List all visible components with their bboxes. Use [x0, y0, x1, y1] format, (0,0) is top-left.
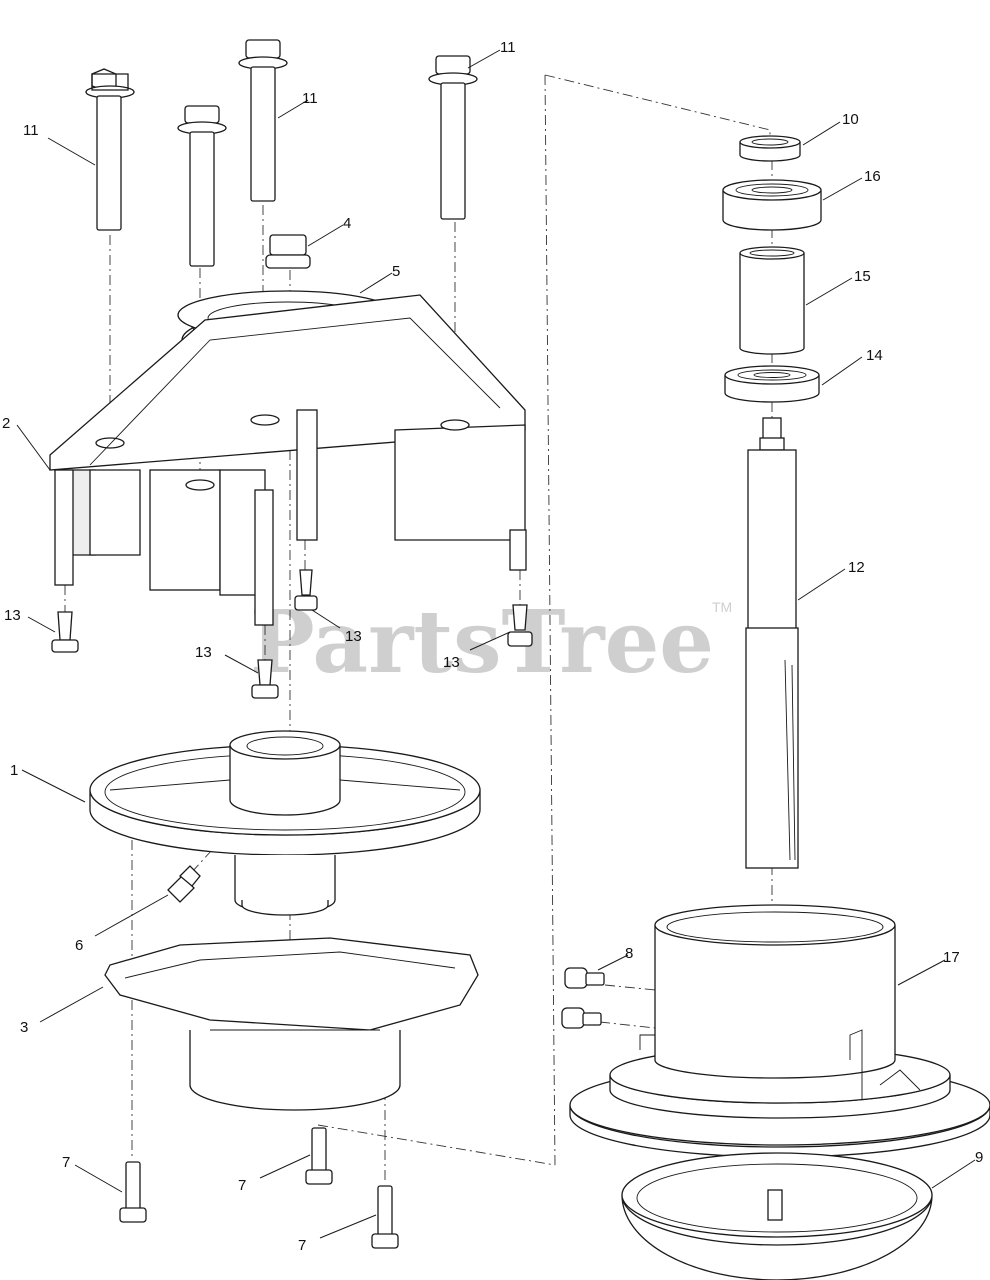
callout-13-b: 13: [345, 628, 362, 645]
socket-screw-8-b: [561, 1007, 602, 1029]
spindle-housing-1: [89, 730, 481, 916]
nut-4: [265, 234, 311, 269]
callout-14: 14: [866, 347, 883, 364]
spacer-10: [739, 135, 801, 162]
leader-lines: [16, 49, 976, 1239]
callout-9: 9: [975, 1149, 983, 1166]
lower-housing-3: [104, 937, 479, 1111]
deck-housing-17: [569, 904, 990, 1158]
callout-labels: 11 11 11 4 5 2 13 13 13 13 1 6 3 7 7 7 1…: [2, 39, 983, 1254]
callout-12: 12: [848, 559, 865, 576]
callout-1: 1: [10, 762, 18, 779]
bowl-9: [621, 1152, 933, 1280]
callout-13-c: 13: [195, 644, 212, 661]
callout-13-a: 13: [4, 607, 21, 624]
callout-7-center: 7: [238, 1177, 246, 1194]
callout-3: 3: [20, 1019, 28, 1036]
callout-7-right: 7: [298, 1237, 306, 1254]
spacer-tube-15: [739, 246, 805, 355]
watermark-trademark: TM: [712, 599, 732, 615]
screw-13-d: [507, 604, 533, 647]
bearing-16: [722, 179, 822, 231]
callout-15: 15: [854, 268, 871, 285]
bracket-2: [49, 294, 527, 626]
socket-screw-8-a: [564, 967, 605, 989]
watermark-text: PartsTree: [250, 592, 714, 693]
bolt-11-right: [428, 55, 478, 220]
callout-16: 16: [864, 168, 881, 185]
callout-5: 5: [392, 263, 400, 280]
bolt-11-center: [238, 39, 288, 202]
shaft-12: [745, 417, 799, 869]
bolt-7-right: [371, 1185, 399, 1249]
callout-2: 2: [2, 415, 10, 432]
callout-11-left: 11: [23, 122, 39, 139]
bolt-11-center-left: [177, 105, 227, 267]
callout-11-center: 11: [302, 90, 318, 107]
bolt-7-left: [119, 1161, 147, 1223]
callout-11-right: 11: [500, 39, 516, 56]
bolt-7-center: [305, 1127, 333, 1185]
screw-13-c: [251, 659, 279, 699]
callout-13-d: 13: [443, 654, 460, 671]
callout-7-left: 7: [62, 1154, 70, 1171]
callout-4: 4: [343, 215, 351, 232]
callout-10: 10: [842, 111, 859, 128]
screw-13-a: [51, 611, 79, 653]
callout-6: 6: [75, 937, 83, 954]
bolt-11-left: [85, 68, 135, 231]
grease-fitting-6: [167, 865, 201, 903]
bearing-14: [724, 365, 820, 403]
screw-13-b: [294, 569, 318, 611]
callout-8: 8: [625, 945, 633, 962]
callout-17: 17: [943, 949, 960, 966]
